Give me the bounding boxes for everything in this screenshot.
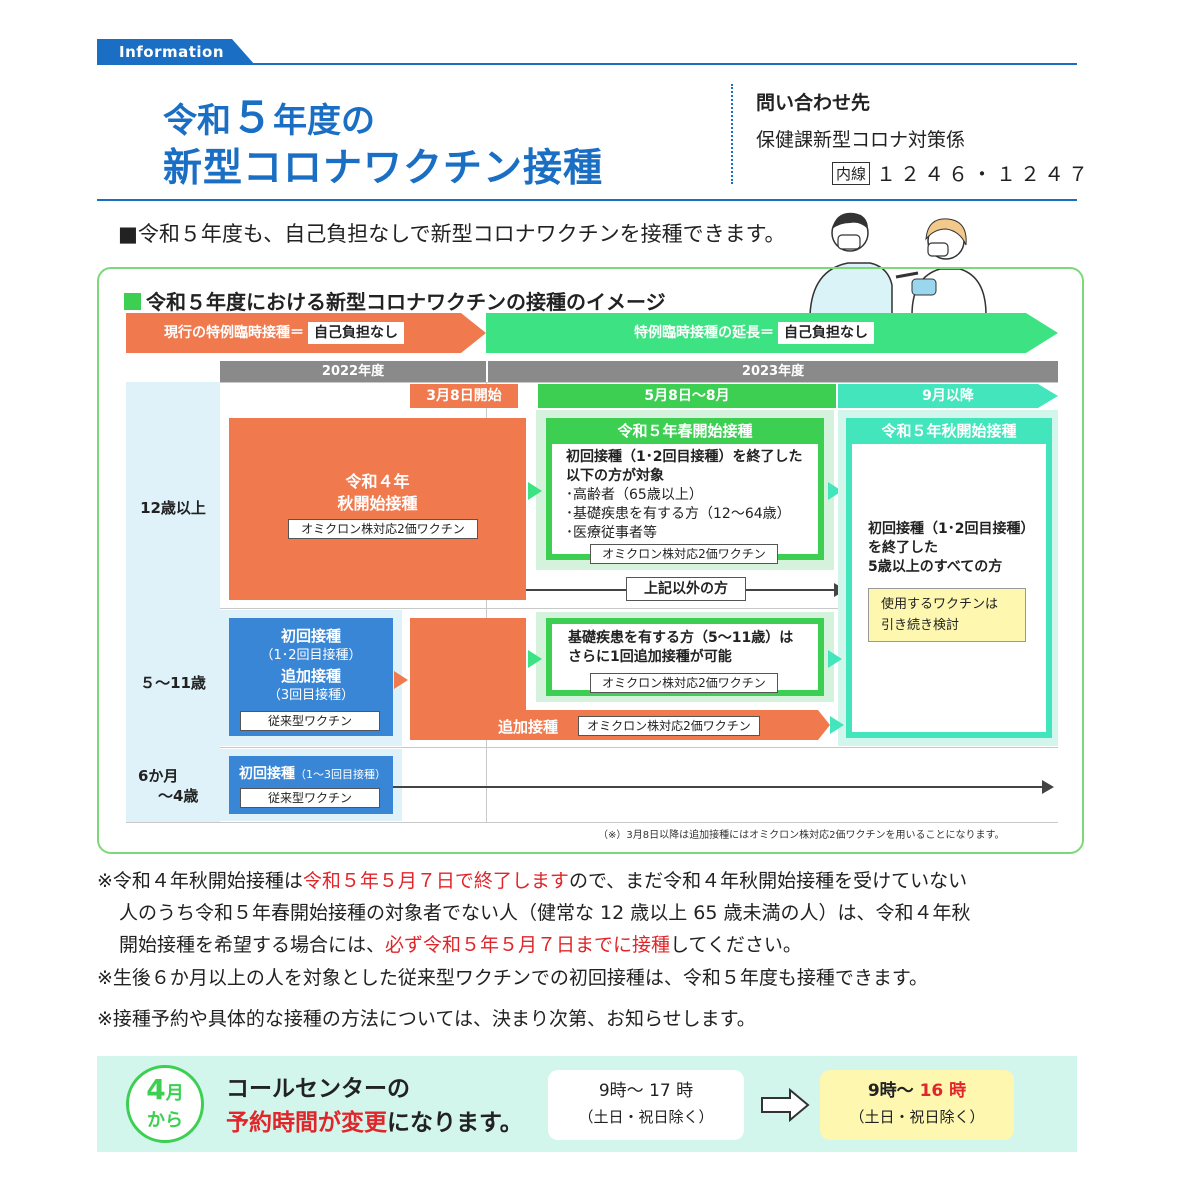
autumn-title: 令和５年秋開始接種 — [846, 418, 1052, 444]
grid-line — [486, 382, 487, 822]
row-label-6months: 6か月～4歳 — [138, 767, 199, 805]
spring-title: 令和５年春開始接種 — [546, 418, 824, 444]
infant-initial-label: 初回接種（1～3回目接種） — [239, 766, 386, 782]
contact-divider — [731, 84, 733, 184]
infant-arrow-line — [393, 786, 1043, 788]
autumn-vaccine-note: 使用するワクチンは引き続き検討 — [868, 588, 1026, 642]
vaccination-diagram-card — [97, 267, 1084, 854]
grid-line — [126, 382, 1058, 383]
child-booster-label: 追加接種 — [498, 718, 559, 736]
child-conventional-vaccine: 従来型ワクチン — [240, 711, 380, 731]
vaccination-illustration-icon — [809, 212, 987, 316]
new-hours-box: 9時～ 16 時 （土日・祝日除く） — [820, 1070, 1014, 1140]
current-special-arrow: 現行の特例臨時接種＝自己負担なし — [126, 313, 486, 353]
note-r4-autumn: ※令和４年秋開始接種は令和５年５月７日で終了しますので、まだ令和４年秋開始接種を… — [97, 870, 971, 956]
grid-line — [126, 822, 1058, 823]
extension-badge: 内線 — [832, 162, 871, 185]
year-2023-bar: 2023年度 — [488, 361, 1058, 382]
r4-autumn-label: 令和４年秋開始接種 — [337, 472, 418, 513]
arrow-right-icon — [528, 650, 542, 668]
period-spring-header: 5月8日～8月 — [538, 384, 836, 408]
row-label-12plus: 12歳以上 — [140, 499, 206, 517]
diagram-heading: 令和５年度における新型コロナワクチンの接種のイメージ — [124, 286, 666, 315]
arrow-right-icon — [828, 650, 842, 668]
age-column — [126, 382, 220, 822]
spring-vaccine: オミクロン株対応2価ワクチン — [590, 544, 778, 564]
extension-special-arrow: 特例臨時接種の延長＝自己負担なし — [486, 313, 1058, 353]
page-title-line2: 新型コロナワクチン接種 — [163, 146, 604, 191]
year-2022-bar: 2022年度 — [220, 361, 486, 382]
extension-numbers: １２４６・１２４７ — [876, 162, 1093, 186]
child-spring-vaccine: オミクロン株対応2価ワクチン — [590, 673, 778, 693]
call-center-message: コールセンターの 予約時間が変更になります。 — [226, 1076, 523, 1136]
grid-line — [126, 747, 1058, 748]
arrow-right-icon — [830, 716, 844, 734]
others-label: 上記以外の方 — [626, 577, 746, 601]
arrow-right-icon — [394, 671, 408, 689]
period-autumn-header: 9月以降 — [838, 384, 1058, 408]
information-tab: Information — [97, 39, 255, 65]
page-title-line1: 令和５年度の — [163, 93, 376, 142]
arrow-right-icon — [761, 1088, 810, 1122]
infant-arrow-head — [1042, 780, 1054, 794]
lead-text: ■令和５年度も、自己負担なしで新型コロナワクチンを接種できます。 — [118, 222, 786, 246]
april-from-circle: 4月 から — [126, 1065, 204, 1143]
contact-heading: 問い合わせ先 — [756, 92, 871, 114]
r4-autumn-block — [229, 418, 526, 600]
period-start-header: 3月8日開始 — [410, 384, 518, 408]
grid-line — [126, 608, 1058, 609]
autumn-block — [846, 418, 1052, 738]
contact-department: 保健課新型コロナ対策係 — [756, 129, 966, 151]
row-label-5to11: ５～11歳 — [140, 674, 206, 692]
child-booster-vaccine: オミクロン株対応2価ワクチン — [578, 716, 760, 736]
infant-conventional-vaccine: 従来型ワクチン — [240, 788, 380, 808]
note-reservation: ※接種予約や具体的な接種の方法については、決まり次第、お知らせします。 — [97, 1008, 756, 1030]
r4-autumn-vaccine: オミクロン株対応2価ワクチン — [288, 519, 478, 539]
diagram-footnote: （※）3月8日以降は追加接種にはオミクロン株対応2価ワクチンを用いることになりま… — [598, 830, 1005, 841]
note-conventional: ※生後６か月以上の人を対象とした従来型ワクチンでの初回接種は、令和５年度も接種で… — [97, 967, 929, 989]
spring-eligibility: 初回接種（1･2回目接種）を終了した 以下の方が対象 ･高齢者（65歳以上） ･… — [566, 449, 803, 541]
child-spring-text: 基礎疾患を有する方（5～11歳）はさらに1回追加接種が可能 — [568, 630, 794, 665]
header-bottom-rule — [97, 199, 1077, 201]
child-initial-label: 初回接種 （1･2回目接種） 追加接種 （3回目接種） — [260, 627, 362, 703]
old-hours-box: 9時～ 17 時 （土日・祝日除く） — [548, 1070, 744, 1140]
header-rule — [97, 63, 1077, 65]
arrow-right-icon — [528, 482, 542, 500]
